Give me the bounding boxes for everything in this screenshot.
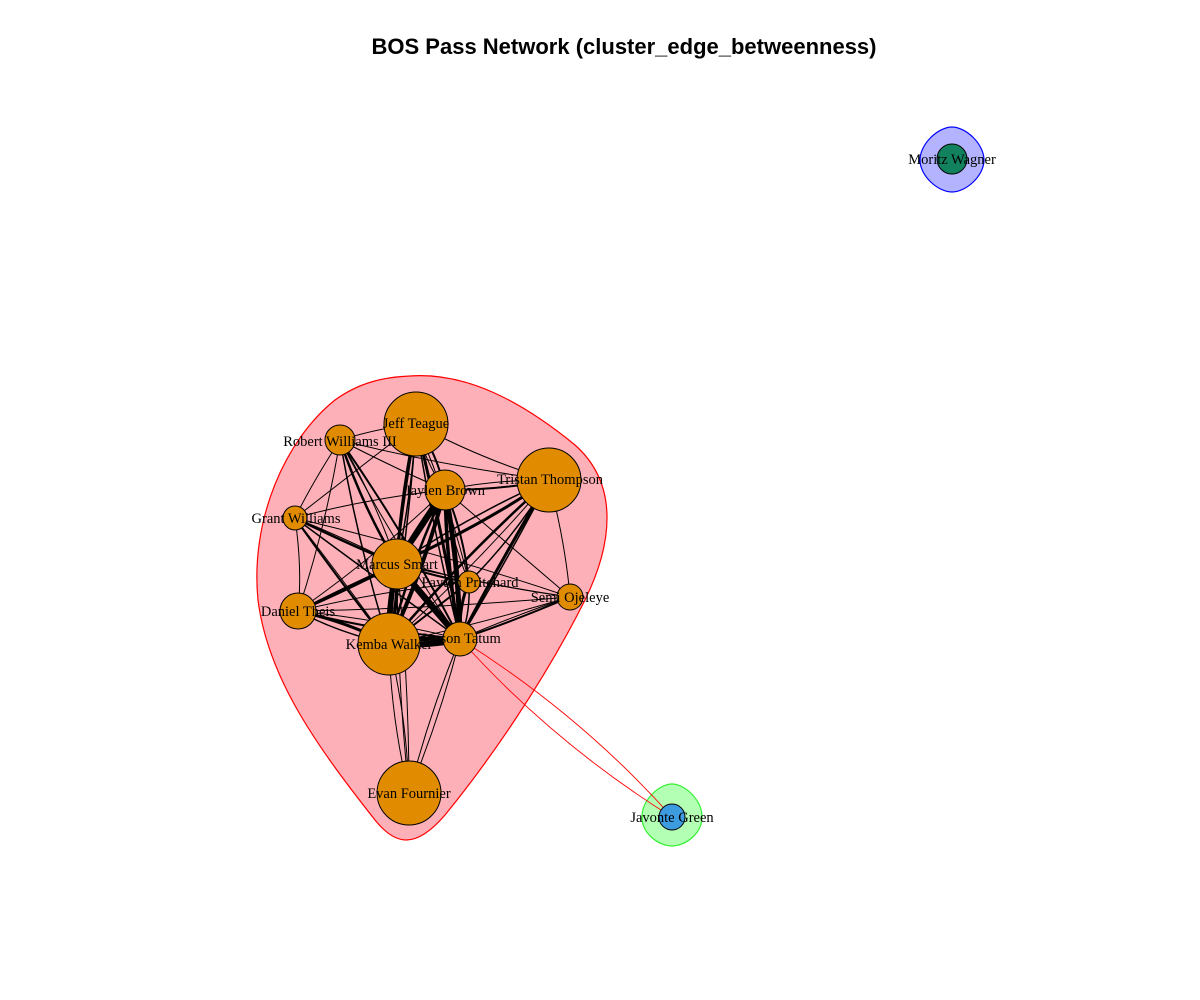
edge-gwill-ojeleye (294, 517, 571, 598)
node-ojeleye[interactable] (556, 583, 584, 611)
chart-title: BOS Pass Network (cluster_edge_betweenne… (371, 34, 877, 59)
node-label-brown: Jaylen Brown (405, 483, 486, 499)
node-tatum[interactable] (442, 621, 478, 657)
node-walker[interactable] (357, 612, 421, 676)
edge-rwill-tatum (339, 439, 461, 640)
node-gwill[interactable] (282, 505, 308, 531)
node-rwill[interactable] (324, 424, 356, 456)
nodes (279, 143, 968, 831)
node-label-pritchard: Payton Pritchard (421, 575, 519, 591)
node-label-thompson: Tristan Thompson (497, 472, 604, 488)
node-teague[interactable] (383, 391, 449, 457)
node-label-tatum: Jayson Tatum (421, 631, 501, 647)
node-label-theis: Daniel Theis (261, 604, 336, 620)
node-theis[interactable] (279, 592, 317, 630)
node-label-wagner: Moritz Wagner (908, 152, 996, 168)
node-label-walker: Kemba Walker (346, 637, 433, 653)
edge-theis-ojeleye (297, 596, 571, 612)
node-green[interactable] (658, 803, 686, 831)
node-label-ojeleye: Semi Ojeleye (531, 590, 610, 606)
node-smart[interactable] (371, 538, 423, 590)
cross-edge-tatum-green-1 (459, 638, 673, 818)
cluster-hulls (256, 126, 985, 847)
node-brown[interactable] (424, 469, 466, 511)
edge-rwill-theis (297, 439, 341, 612)
node-label-smart: Marcus Smart (356, 557, 438, 573)
node-label-teague: Jeff Teague (383, 416, 450, 432)
node-label-fournier: Evan Fournier (367, 786, 451, 802)
node-label-gwill: Grant Williams (252, 511, 341, 527)
node-fournier[interactable] (376, 760, 442, 826)
node-label-rwill: Robert Williams III (283, 434, 397, 450)
node-label-green: Javonte Green (630, 810, 714, 826)
cross-edge-tatum-green-0 (459, 638, 673, 818)
node-thompson[interactable] (516, 447, 582, 513)
node-pritchard[interactable] (457, 570, 481, 594)
edge-theis-pritchard (297, 581, 470, 612)
node-wagner[interactable] (936, 143, 968, 175)
